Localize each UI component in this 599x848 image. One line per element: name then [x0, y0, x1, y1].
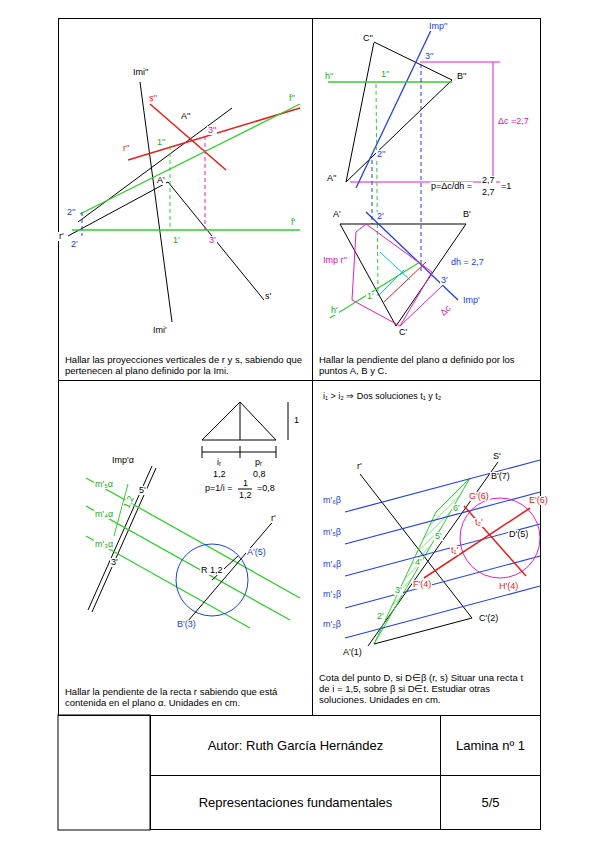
point-label: t₂': [474, 518, 484, 527]
point-label: h': [330, 306, 339, 315]
point-label: m'₆β: [322, 496, 342, 505]
point-label: 3': [110, 558, 119, 567]
point-label: B'(7): [490, 472, 511, 481]
panel-caption: Hallar la pendiente de la recta r sabien…: [65, 687, 306, 709]
point-label: p=1/i =: [204, 484, 234, 493]
point-label: 5': [434, 532, 443, 541]
point-label: 1: [293, 416, 300, 425]
point-label: 2'': [376, 150, 386, 159]
panel-caption: Cota del punto D, si D∈β (r, s) Situar u…: [319, 673, 534, 706]
point-label: E'(6): [528, 496, 549, 505]
point-label: 2': [376, 612, 385, 621]
panel-caption: Hallar las proyecciones verticales de r …: [65, 355, 306, 377]
point-label: Imp': [462, 296, 481, 305]
point-label: 3': [394, 586, 403, 595]
point-label: 3': [208, 236, 217, 245]
title-cell: Lamina nº 1: [440, 715, 541, 776]
point-label: A'': [326, 174, 337, 183]
point-label: 1,2: [122, 494, 136, 511]
point-label: m'₄α: [94, 510, 114, 519]
point-label: 1': [366, 292, 375, 301]
point-label: Imp'α: [111, 456, 135, 465]
point-label: B': [462, 210, 472, 219]
point-label: Δc: [438, 303, 453, 318]
point-label: 1: [242, 479, 249, 488]
point-label: =0,8: [256, 484, 276, 493]
point-label: R 1,2: [200, 566, 224, 575]
point-label: Imi'': [132, 68, 149, 77]
point-label: m'₄β: [322, 560, 342, 569]
title-text: Lamina nº 1: [441, 716, 540, 775]
point-label: p=Δc/dh =: [430, 182, 473, 191]
point-label: s'': [148, 94, 158, 103]
point-label: 1': [172, 236, 181, 245]
title-cell: Autor: Ruth García Hernández: [150, 715, 441, 776]
point-label: C': [398, 328, 408, 337]
point-label: r': [270, 514, 277, 523]
point-label: 2,7: [481, 176, 496, 185]
point-label: A': [156, 176, 166, 185]
point-label: h'': [324, 72, 334, 81]
title-text: Representaciones fundamentales: [151, 776, 440, 829]
title-text: Autor: Ruth García Hernández: [151, 716, 440, 775]
point-label: S': [492, 452, 502, 461]
point-label: D'(5): [508, 530, 529, 539]
point-label: 5': [138, 486, 147, 495]
point-label: 2'': [66, 208, 76, 217]
point-label: 3': [440, 276, 449, 285]
panel: Hallar las proyecciones verticales de r …: [58, 18, 313, 381]
point-label: 2': [70, 240, 79, 249]
point-label: 2,7: [481, 188, 496, 197]
point-label: r'': [122, 144, 130, 153]
point-label: 2': [376, 212, 385, 221]
point-label: dh = 2,7: [450, 258, 485, 267]
point-label: F'(4): [412, 580, 432, 589]
point-label: 6': [452, 504, 461, 513]
point-label: m'₃β: [322, 590, 342, 599]
point-label: r': [58, 232, 65, 241]
point-label: A'': [180, 112, 191, 121]
panel: Cota del punto D, si D∈β (r, s) Situar u…: [312, 380, 541, 716]
point-label: 0,8: [252, 470, 267, 479]
point-label: iᵣ: [216, 458, 222, 467]
point-label: Δc =2,7: [497, 117, 530, 126]
point-label: 3'': [207, 126, 217, 135]
point-label: m'₅α: [94, 480, 114, 489]
point-label: Imp r'': [322, 256, 348, 265]
point-label: G'(6): [468, 492, 490, 501]
point-label: i₁ > i₂ ⇒ Dos soluciones t₁ y t₂: [322, 392, 442, 401]
point-label: t₁': [450, 546, 459, 555]
point-label: =1: [500, 182, 512, 191]
panel: Hallar la pendiente del plano α definido…: [312, 18, 541, 381]
point-label: 1,2: [212, 470, 227, 479]
point-label: m'₂β: [322, 620, 342, 629]
title-text: 5/5: [441, 776, 540, 829]
point-label: Imp'': [428, 22, 448, 31]
point-label: B'(3): [176, 620, 197, 629]
point-label: B'': [456, 72, 467, 81]
point-label: Imi': [152, 326, 168, 335]
point-label: pᵣ: [254, 458, 263, 467]
point-label: m'₃α: [94, 540, 114, 549]
point-label: f'': [288, 94, 296, 103]
point-label: 1'': [156, 138, 166, 147]
point-label: r': [356, 462, 363, 471]
point-label: 1,2: [238, 491, 253, 500]
point-label: f': [290, 218, 296, 227]
point-label: 4': [414, 558, 423, 567]
panel-caption: Hallar la pendiente del plano α definido…: [319, 355, 534, 377]
point-label: C'': [362, 34, 374, 43]
point-label: C'(2): [478, 614, 499, 623]
point-label: m'₅β: [322, 528, 342, 537]
point-label: A'(1): [342, 648, 363, 657]
point-label: 3'': [424, 52, 434, 61]
point-label: A': [332, 210, 342, 219]
title-cell: Representaciones fundamentales: [150, 775, 441, 830]
point-label: H'(4): [498, 582, 519, 591]
title-cell: 5/5: [440, 775, 541, 830]
point-label: s': [264, 292, 272, 301]
point-label: A'(5): [246, 548, 267, 557]
point-label: 1'': [380, 70, 390, 79]
